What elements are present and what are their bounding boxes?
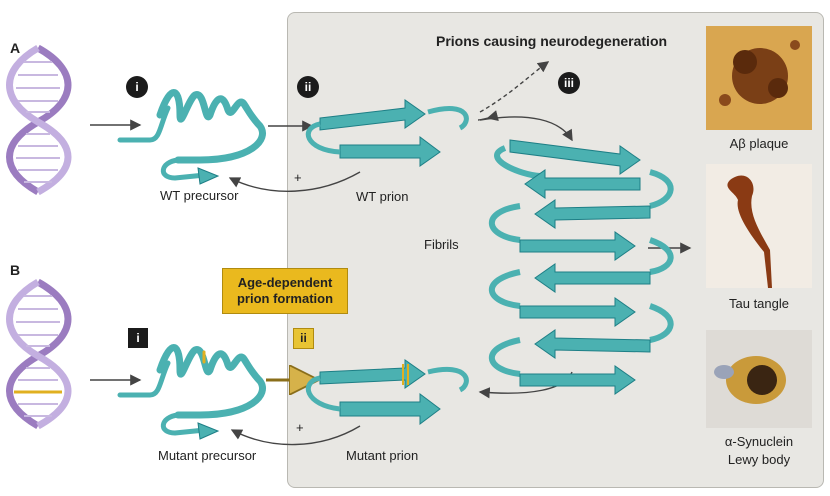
ab-plaque-image xyxy=(706,26,812,130)
plus-sign-top: + xyxy=(294,170,302,185)
age-dependent-box: Age-dependent prion formation xyxy=(222,268,348,314)
fibril-stack xyxy=(488,139,674,395)
section-b-label: B xyxy=(10,262,21,278)
wt-prion-protein xyxy=(306,99,469,167)
synuclein-caption: α-Synuclein xyxy=(724,434,794,449)
dna-helix-b xyxy=(6,278,72,430)
dna-helix-a xyxy=(6,44,72,196)
mutant-prion-protein xyxy=(306,359,469,425)
lewy-body-image xyxy=(706,330,812,428)
tau-tangle-caption: Tau tangle xyxy=(729,296,789,311)
wt-prion-label: WT prion xyxy=(356,189,409,204)
section-a-label: A xyxy=(10,40,21,56)
wt-precursor-label: WT precursor xyxy=(160,188,239,203)
ab-plaque-caption: Aβ plaque xyxy=(729,136,789,151)
mutant-prion-label: Mutant prion xyxy=(346,448,419,463)
plus-sign-bottom: + xyxy=(296,420,304,435)
step-badge-iii-top: iii xyxy=(558,72,580,94)
age-box-line1: Age-dependent xyxy=(237,275,333,290)
mutant-precursor-protein xyxy=(117,344,266,440)
mutant-precursor-label: Mutant precursor xyxy=(158,448,257,463)
step-badge-i-bottom: i xyxy=(128,328,148,348)
wt-precursor-protein xyxy=(117,89,266,185)
tau-tangle-image xyxy=(706,164,812,288)
step-badge-ii-bottom: ii xyxy=(293,328,314,349)
step-badge-i-top: i xyxy=(126,76,148,98)
panel-title: Prions causing neurodegeneration xyxy=(436,33,668,49)
step-badge-ii-top: ii xyxy=(297,76,319,98)
fibrils-label: Fibrils xyxy=(424,237,459,252)
lewy-body-caption: Lewy body xyxy=(727,452,791,467)
age-box-line2: prion formation xyxy=(236,291,334,306)
